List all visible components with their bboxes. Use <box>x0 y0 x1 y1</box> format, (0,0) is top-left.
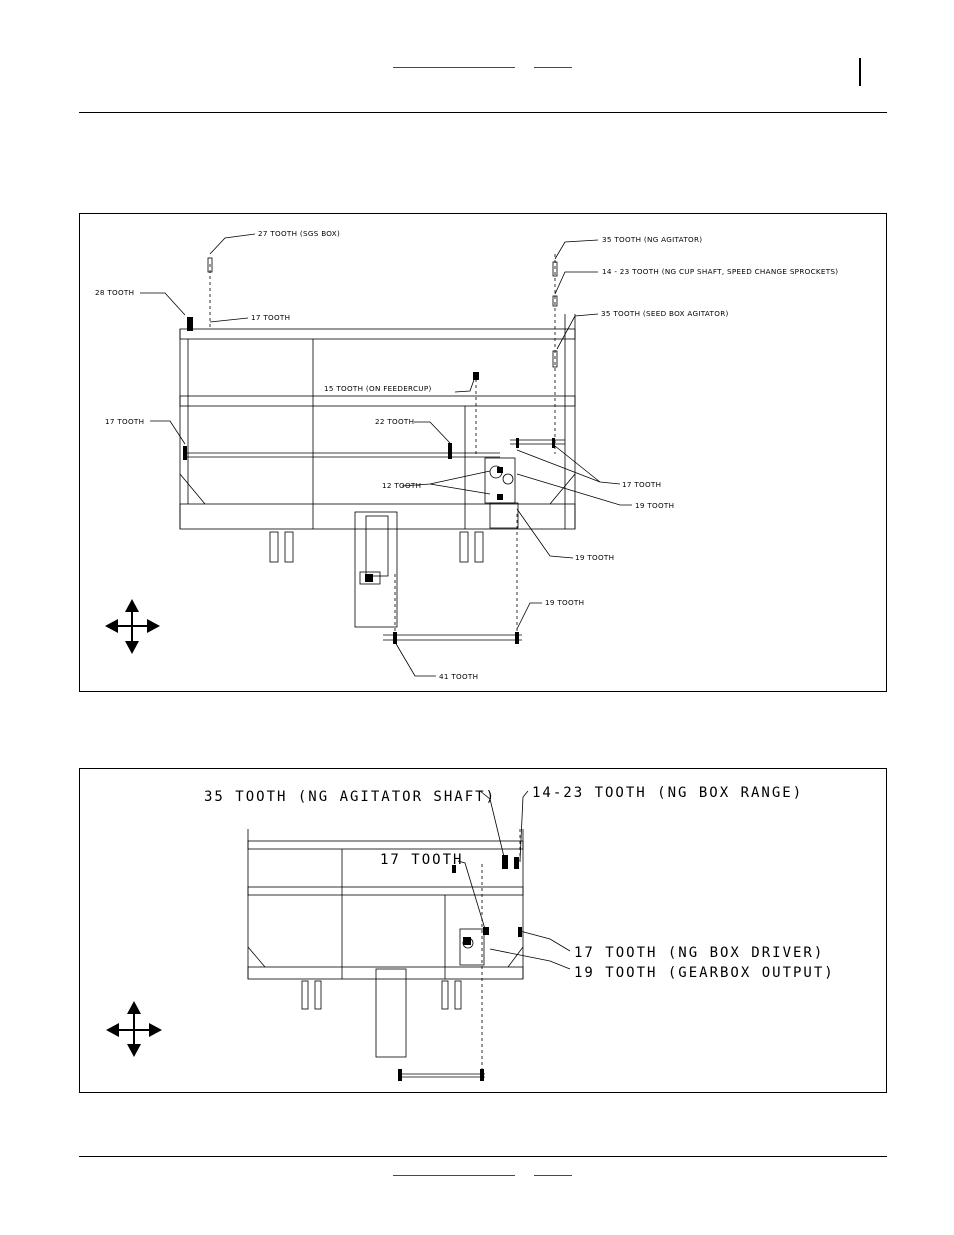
label-35-tooth-ng-agitator-shaft: 35 TOOTH (NG AGITATOR SHAFT) <box>204 789 496 805</box>
figure-bottom-drawing: 35 TOOTH (NG AGITATOR SHAFT) 14-23 TOOTH… <box>106 785 835 1081</box>
figure-top-drawing: 27 TOOTH (SGS BOX) 28 TOOTH 17 TOOTH 35 … <box>95 229 838 681</box>
label-12-tooth: 12 TOOTH <box>382 481 421 490</box>
label-17-tooth-ng-box-driver: 17 TOOTH (NG BOX DRIVER) <box>574 945 824 961</box>
label-27-tooth: 27 TOOTH (SGS BOX) <box>258 229 340 238</box>
label-35-tooth-ng-agitator: 35 TOOTH (NG AGITATOR) <box>602 235 702 244</box>
label-19-tooth-gearbox-output: 19 TOOTH (GEARBOX OUTPUT) <box>574 965 835 981</box>
label-14-23-tooth: 14 - 23 TOOTH (NG CUP SHAFT, SPEED CHANG… <box>602 267 838 276</box>
compass-arrow-icon <box>125 599 139 612</box>
figure-top-drive-diagram: 27 TOOTH (SGS BOX) 28 TOOTH 17 TOOTH 35 … <box>79 213 887 692</box>
label-28-tooth: 28 TOOTH <box>95 288 134 297</box>
label-17-tooth-c: 17 TOOTH <box>622 480 661 489</box>
figure-bottom-drive-diagram: 35 TOOTH (NG AGITATOR SHAFT) 14-23 TOOTH… <box>79 768 887 1093</box>
compass-arrow-icon-2 <box>127 1001 141 1014</box>
label-19-tooth-c: 19 TOOTH <box>545 598 584 607</box>
footer-rule <box>79 1156 887 1157</box>
label-17-tooth: 17 TOOTH <box>380 852 463 868</box>
header-link-underline-2[interactable] <box>534 67 572 68</box>
label-19-tooth-a: 19 TOOTH <box>635 501 674 510</box>
change-bar <box>859 58 861 86</box>
label-41-tooth: 41 TOOTH <box>439 672 478 681</box>
label-14-23-tooth-ng-box-range: 14-23 TOOTH (NG BOX RANGE) <box>532 785 803 801</box>
label-35-tooth-seed-box: 35 TOOTH (SEED BOX AGITATOR) <box>601 309 729 318</box>
footer-link-underline-2[interactable] <box>534 1175 572 1176</box>
label-17-tooth-a: 17 TOOTH <box>251 313 290 322</box>
label-15-tooth: 15 TOOTH (ON FEEDERCUP) <box>324 384 432 393</box>
header-rule <box>79 112 887 113</box>
header-link-underline-1[interactable] <box>393 67 515 68</box>
label-17-tooth-b: 17 TOOTH <box>105 417 144 426</box>
label-22-tooth: 22 TOOTH <box>375 417 414 426</box>
label-19-tooth-b: 19 TOOTH <box>575 553 614 562</box>
footer-link-underline-1[interactable] <box>393 1175 515 1176</box>
